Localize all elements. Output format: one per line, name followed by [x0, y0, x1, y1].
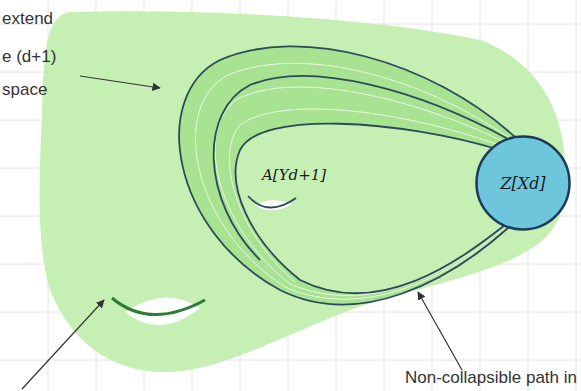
- annotation-text: extend: [2, 9, 53, 29]
- region-label: Z[Xd]: [500, 174, 545, 193]
- annotation-text: e (d+1): [2, 47, 56, 67]
- cobordism-band: [179, 46, 515, 304]
- leader-lines: [22, 76, 462, 389]
- bulk-handle-arc: [112, 298, 205, 315]
- annotation-text: Non-collapsible path in: [405, 368, 577, 388]
- annotation-text: A[Yd+1]: [262, 166, 326, 184]
- loop-curves: [179, 46, 515, 304]
- boundary-circle: Z[Xd]: [475, 135, 571, 231]
- annotation-text: space: [2, 80, 47, 100]
- circle-shape: [477, 137, 570, 230]
- handle-arc: [248, 196, 296, 208]
